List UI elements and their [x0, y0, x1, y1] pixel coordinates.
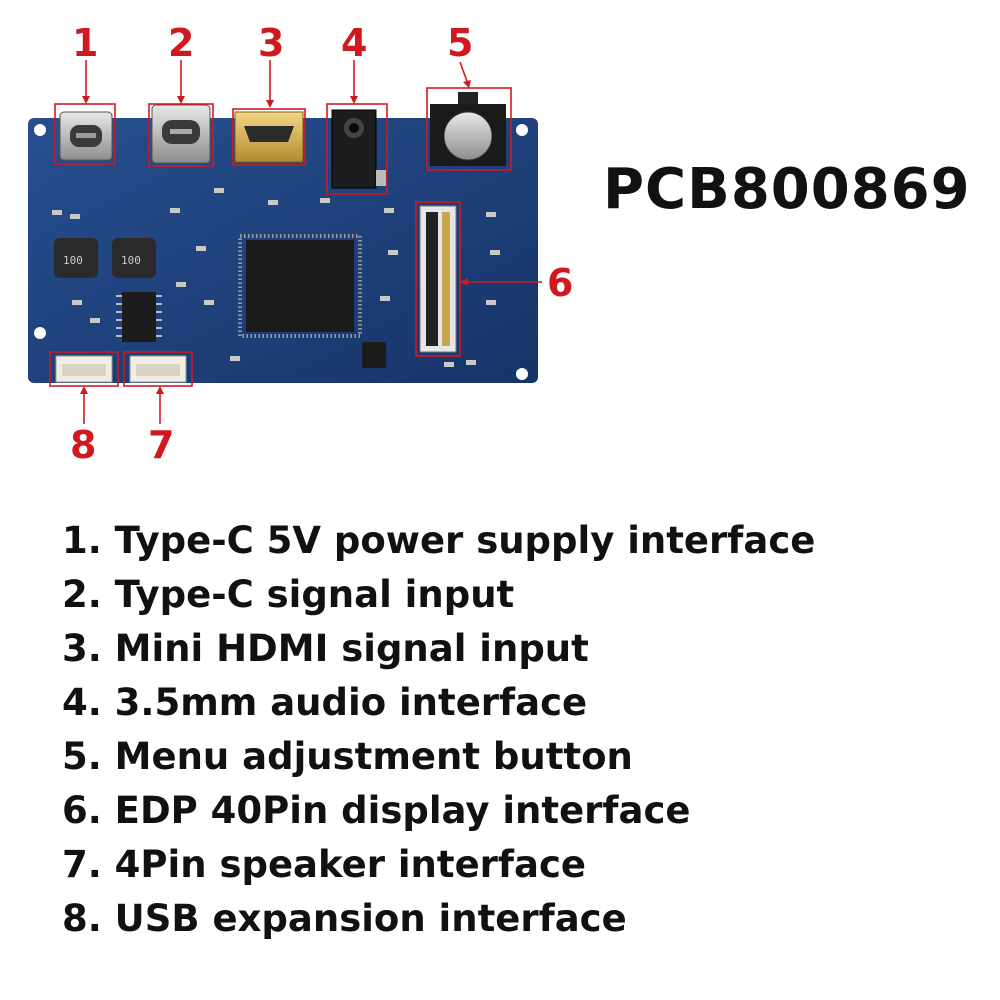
inductor-marking: 100 — [121, 254, 141, 267]
callout-box-1 — [54, 103, 116, 165]
audio-jack-connector — [331, 109, 386, 189]
callout-arrow-3 — [266, 100, 274, 108]
callout-number-1: 1 — [72, 21, 99, 65]
inductor-marking: 100 — [63, 254, 83, 267]
inductor: 100 — [112, 238, 156, 278]
typec-power-connector — [59, 111, 113, 161]
legend-item: 8. USB expansion interface — [62, 897, 627, 940]
callout-arrow-4 — [350, 96, 358, 104]
callout-number-2: 2 — [168, 21, 195, 65]
callout-number-7: 7 — [148, 423, 175, 467]
model-number: PCB800869 — [603, 157, 971, 222]
edp-fpc-connector — [419, 205, 457, 353]
smd-components — [52, 188, 500, 367]
interface-legend: 1. Type-C 5V power supply interface 2. T… — [62, 517, 815, 949]
legend-item: 5. Menu adjustment button — [62, 735, 633, 778]
callout-box-7 — [123, 351, 193, 387]
callout-arrow-2 — [177, 96, 185, 104]
callout-number-5: 5 — [447, 21, 474, 65]
soic-chip — [116, 292, 162, 342]
callout-number-3: 3 — [258, 21, 285, 65]
legend-item: 7. 4Pin speaker interface — [62, 843, 586, 886]
callout-box-4 — [326, 103, 388, 195]
legend-item: 6. EDP 40Pin display interface — [62, 789, 691, 832]
usb-expansion-connector — [55, 355, 113, 383]
pcb-board-diagram: 100 100 — [28, 60, 542, 424]
mount-hole — [516, 124, 528, 136]
main-processor-chip — [238, 234, 362, 338]
mini-hdmi-connector — [234, 111, 304, 163]
menu-button-component — [430, 92, 506, 166]
callout-number-4: 4 — [341, 21, 368, 65]
legend-item: 3. Mini HDMI signal input — [62, 627, 589, 670]
callout-arrow-6 — [460, 278, 468, 286]
inductor: 100 — [54, 238, 98, 278]
small-chip — [362, 342, 386, 368]
callout-line-5 — [459, 61, 469, 85]
callout-box-3 — [232, 108, 306, 166]
legend-item: 2. Type-C signal input — [62, 573, 515, 616]
callout-number-6: 6 — [547, 261, 574, 305]
callout-number-8: 8 — [70, 423, 97, 467]
callout-arrow-5 — [463, 80, 471, 88]
legend-item: 1. Type-C 5V power supply interface — [62, 519, 816, 562]
typec-signal-connector — [151, 104, 211, 164]
callout-arrow-1 — [82, 96, 90, 104]
legend-item: 4. 3.5mm audio interface — [62, 681, 588, 724]
mount-hole — [34, 124, 46, 136]
speaker-connector — [129, 355, 187, 383]
callout-arrow-8 — [80, 386, 88, 394]
mount-hole — [516, 368, 528, 380]
callout-arrow-7 — [156, 386, 164, 394]
callout-box-6 — [415, 201, 461, 357]
mount-hole — [34, 327, 46, 339]
